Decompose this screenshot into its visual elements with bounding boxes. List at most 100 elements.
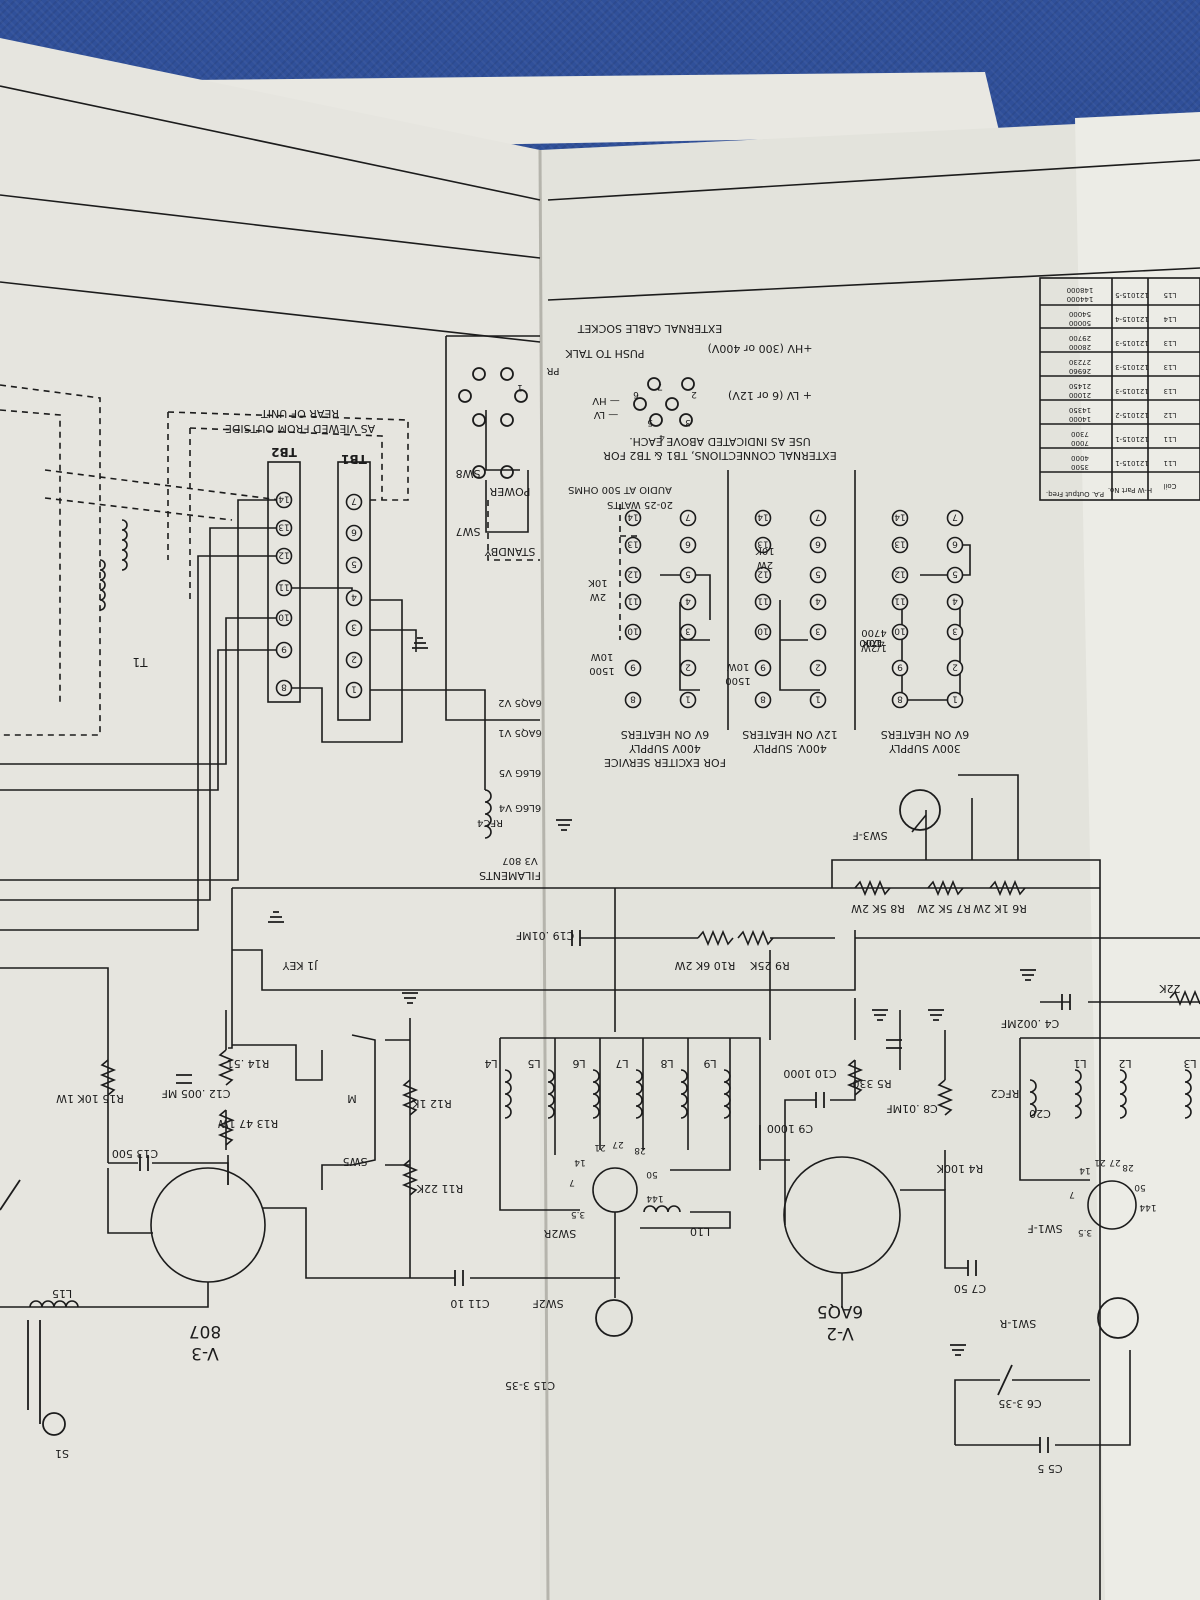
terminal-pins (275, 491, 964, 709)
tb2-terminal-circle (275, 519, 293, 537)
config1-pin: 13 (894, 539, 905, 549)
config3-pin-circle (679, 691, 697, 709)
config3-rating2: 10W (591, 651, 614, 662)
config1-pin: 5 (952, 569, 958, 579)
config-title-3-line2: 400V SUPPLY (629, 742, 701, 755)
config2-pin: 3 (815, 626, 821, 636)
c13-label: C13 500 (112, 1147, 158, 1160)
config2-pin: 7 (815, 512, 821, 522)
j1-key-label: J1 KEY (282, 959, 318, 972)
table-freq-low: 50000 (1069, 319, 1091, 327)
table-part-no: 121015-3 (1115, 363, 1149, 371)
sw8-label: SW8 (456, 467, 481, 480)
coil-label-l7: L7 (615, 1057, 628, 1070)
rfc2-label: RFC2 (991, 1087, 1020, 1100)
r22k-label: 22K (1159, 982, 1181, 995)
sw1r-label: SW1-R (999, 1317, 1036, 1330)
config-resistor: 4700 (859, 637, 884, 648)
table-freq-high: 7300 (1071, 430, 1089, 438)
sw2-tap-7: 144 (646, 1193, 663, 1203)
sw2-tap-1: 7 (569, 1177, 575, 1187)
config3-pin: 5 (685, 569, 691, 579)
table-freq-high: 21450 (1069, 382, 1091, 390)
r11-label: R11 22K (416, 1182, 463, 1195)
config2-pin: 12 (757, 569, 768, 579)
config-title-2-line1: 400V. SUPPLY (753, 742, 827, 755)
r14-label: R14 .51 (227, 1057, 270, 1070)
r15-label: R15 10K 1W (56, 1092, 124, 1105)
cable-pin-number: 1 (517, 382, 523, 392)
tb2-terminal-circle (275, 491, 293, 509)
config2-pin: 4 (815, 596, 821, 606)
table-coil: L15 (1164, 291, 1177, 299)
table-freq-high: 14350 (1069, 406, 1091, 414)
config2-pin: 11 (757, 596, 768, 606)
sw2-tap-4: 27 (612, 1139, 623, 1149)
tb1-label: TB1 (341, 452, 367, 466)
config1-pin-circle (946, 659, 964, 677)
config2-pin: 6 (815, 539, 821, 549)
config3-pin-circle (679, 509, 697, 527)
tb1-terminal: 7 (351, 496, 357, 506)
filament-item: V3 807 (502, 855, 537, 866)
cable-pin-number: 3 (685, 417, 691, 427)
table-header: P.A. Output Freq. (1046, 490, 1104, 498)
tb1-terminal: 6 (351, 527, 357, 537)
table-coil: L13 (1164, 387, 1177, 395)
tube-v3-name: V-3 (191, 1343, 219, 1363)
table-freq-low: 3500 (1071, 463, 1089, 471)
c19-label: C19 .01MF (516, 929, 575, 942)
coil-label-l4: L4 (484, 1057, 497, 1070)
c8-label: C8 .01MF (886, 1102, 938, 1115)
cable-pin-number: 7 (657, 381, 663, 391)
cable-pin-number: 2 (691, 389, 697, 399)
config1-pin-circle (891, 659, 909, 677)
tb2-terminal: 11 (278, 582, 289, 592)
config-title-3-line3: 6V ON HEATERS (621, 728, 710, 741)
config1-pin: 14 (894, 512, 906, 522)
sw2-tap-2: 14 (574, 1157, 586, 1167)
tb2-terminal-circle (275, 547, 293, 565)
capacitors-grounds (0, 367, 1139, 1453)
c7-label: C7 50 (954, 1282, 986, 1295)
filament-item: 6L6G V4 (499, 802, 541, 813)
config2-pin-circle (754, 659, 772, 677)
c20-label: C20 (1029, 1107, 1051, 1120)
config3-pin-circle (679, 623, 697, 641)
table-freq-low: 26960 (1069, 367, 1091, 375)
config3-pin-circle (679, 593, 697, 611)
filament-item: 6AQ5 V2 (498, 697, 542, 708)
coil-label-l5: L5 (527, 1057, 540, 1070)
config2-pin-circle (754, 691, 772, 709)
config1-pin-circle (946, 623, 964, 641)
tb1-terminal-circle (345, 589, 363, 607)
config3-pin: 7 (685, 512, 691, 522)
sw3f-label: SW3-F (852, 829, 887, 842)
table-freq-low: 7000 (1071, 439, 1089, 447)
config1-pin: 11 (894, 596, 905, 606)
table-freq-high: 4000 (1071, 454, 1089, 462)
c5-label: C5 5 (1037, 1462, 1062, 1475)
tb2-terminal: 8 (281, 682, 287, 692)
config1-pin-circle (891, 566, 909, 584)
c10-label: C10 1000 (783, 1067, 836, 1080)
config2-pin-circle (809, 536, 827, 554)
tb2-terminal: 14 (278, 494, 290, 504)
r4-label: R4 100K (936, 1162, 983, 1175)
config-resistor: 10K (862, 637, 882, 648)
config3-pin-circle (624, 536, 642, 554)
power-label: POWER (489, 485, 530, 498)
tb2-terminal-circle (275, 679, 293, 697)
config-title-2-line2: 12V ON HEATERS (742, 728, 838, 741)
config1-pin: 12 (894, 569, 905, 579)
sw1f-label: SW1-F (1027, 1222, 1062, 1235)
table-freq-low: 144000 (1067, 295, 1094, 303)
pr-label: PR (546, 365, 559, 376)
config3-pin: 3 (685, 626, 691, 636)
sw7-label: SW7 (456, 525, 481, 538)
config3-pin: 6 (685, 539, 691, 549)
c4-label: C4 .002MF (1001, 1017, 1060, 1030)
config1-pin-circle (946, 536, 964, 554)
